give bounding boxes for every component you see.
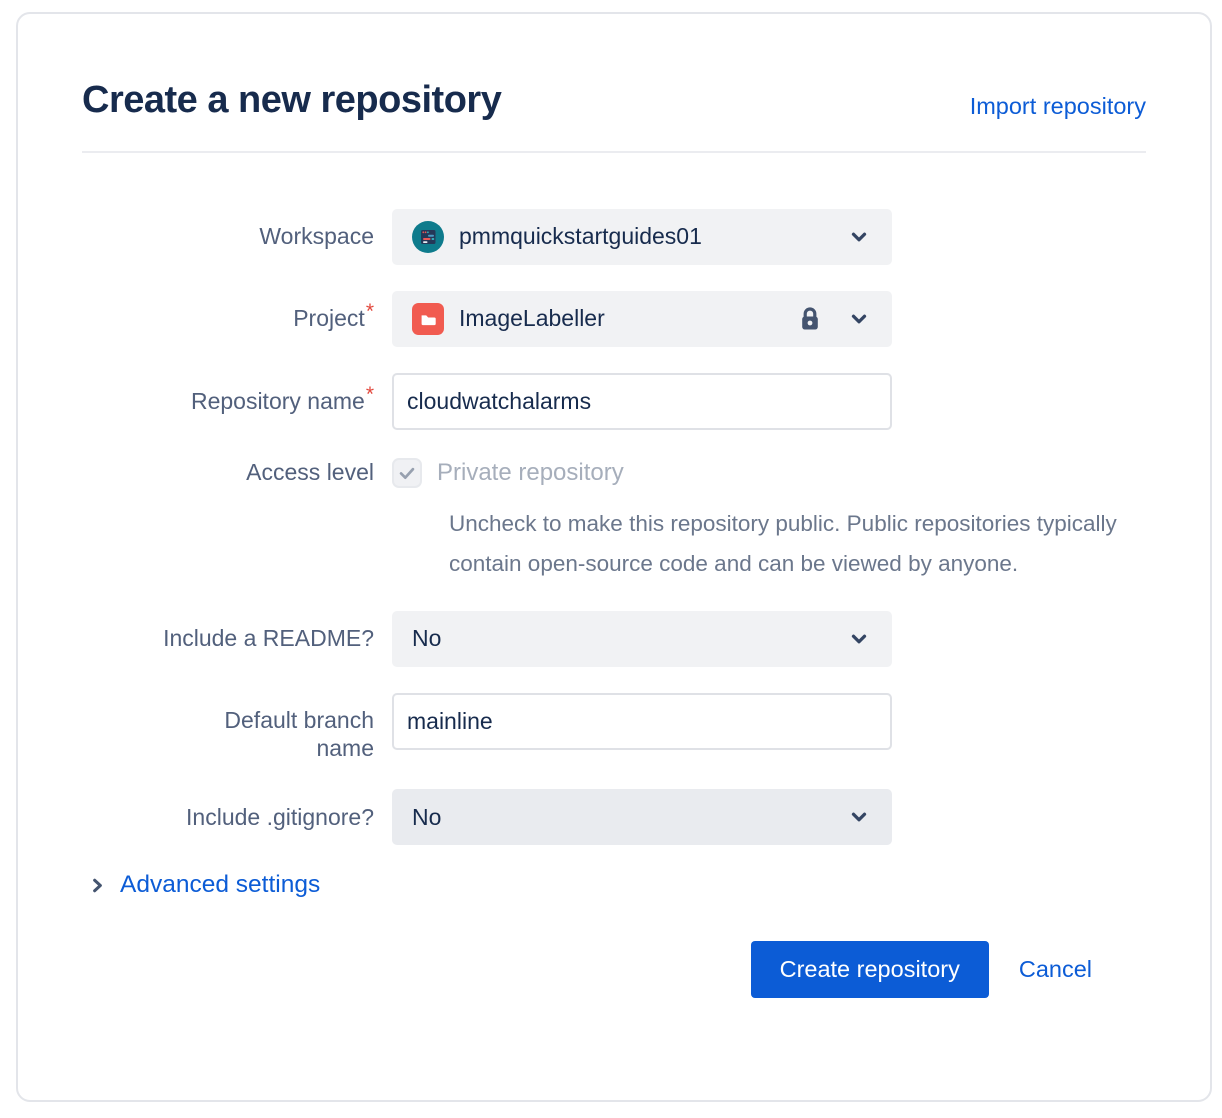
required-mark: *	[365, 300, 374, 324]
repository-name-input[interactable]	[392, 372, 892, 430]
repository-name-row: Repository name*	[82, 372, 1146, 430]
chevron-down-icon	[848, 806, 870, 828]
repository-name-label: Repository name*	[190, 382, 374, 414]
chevron-down-icon	[848, 226, 870, 248]
readme-value: No	[412, 625, 442, 652]
workspace-avatar	[412, 220, 444, 253]
advanced-settings-toggle[interactable]: Advanced settings	[88, 871, 1146, 899]
project-row: Project* ImageLabeller	[82, 290, 1146, 347]
create-repository-dialog: Create a new repository Import repositor…	[16, 12, 1212, 1102]
gitignore-label: Include .gitignore?	[186, 803, 374, 830]
dialog-header: Create a new repository Import repositor…	[82, 78, 1146, 124]
access-level-label: Access level	[246, 459, 374, 486]
advanced-settings-label: Advanced settings	[120, 871, 321, 899]
required-mark: *	[365, 382, 374, 406]
project-value: ImageLabeller	[459, 305, 605, 332]
import-repository-link[interactable]: Import repository	[969, 92, 1146, 119]
page-title: Create a new repository	[82, 79, 502, 121]
workspace-select[interactable]: pmmquickstartguides01	[392, 208, 892, 265]
lock-icon	[796, 304, 824, 334]
readme-select[interactable]: No	[392, 610, 892, 667]
dialog-actions: Create repository Cancel	[82, 941, 1098, 999]
workspace-label: Workspace	[259, 223, 374, 250]
readme-label: Include a README?	[163, 625, 374, 652]
access-level-row: Access level Private repository	[82, 456, 1146, 490]
private-repository-label: Private repository	[437, 458, 624, 486]
default-branch-row: Default branch name	[82, 692, 1146, 764]
cancel-button[interactable]: Cancel	[1013, 956, 1098, 983]
private-repository-checkbox[interactable]	[392, 457, 422, 488]
gitignore-row: Include .gitignore? No	[82, 789, 1146, 846]
access-level-help-text: Uncheck to make this repository public. …	[449, 510, 1117, 576]
header-divider	[82, 150, 1146, 153]
readme-row: Include a README? No	[82, 610, 1146, 667]
chevron-right-icon	[88, 876, 107, 895]
check-icon	[396, 462, 418, 484]
default-branch-input[interactable]	[392, 692, 892, 750]
default-branch-label: Default branch name	[224, 706, 374, 762]
project-avatar-folder-icon	[412, 302, 444, 335]
chevron-down-icon	[848, 628, 870, 650]
workspace-row: Workspace pmmquickstartguides01	[82, 208, 1146, 265]
create-repository-button[interactable]: Create repository	[750, 941, 989, 999]
workspace-value: pmmquickstartguides01	[459, 223, 702, 250]
gitignore-select[interactable]: No	[392, 789, 892, 846]
gitignore-value: No	[412, 803, 442, 830]
project-select[interactable]: ImageLabeller	[392, 290, 892, 347]
project-label: Project*	[293, 300, 374, 332]
chevron-down-icon	[848, 308, 870, 330]
